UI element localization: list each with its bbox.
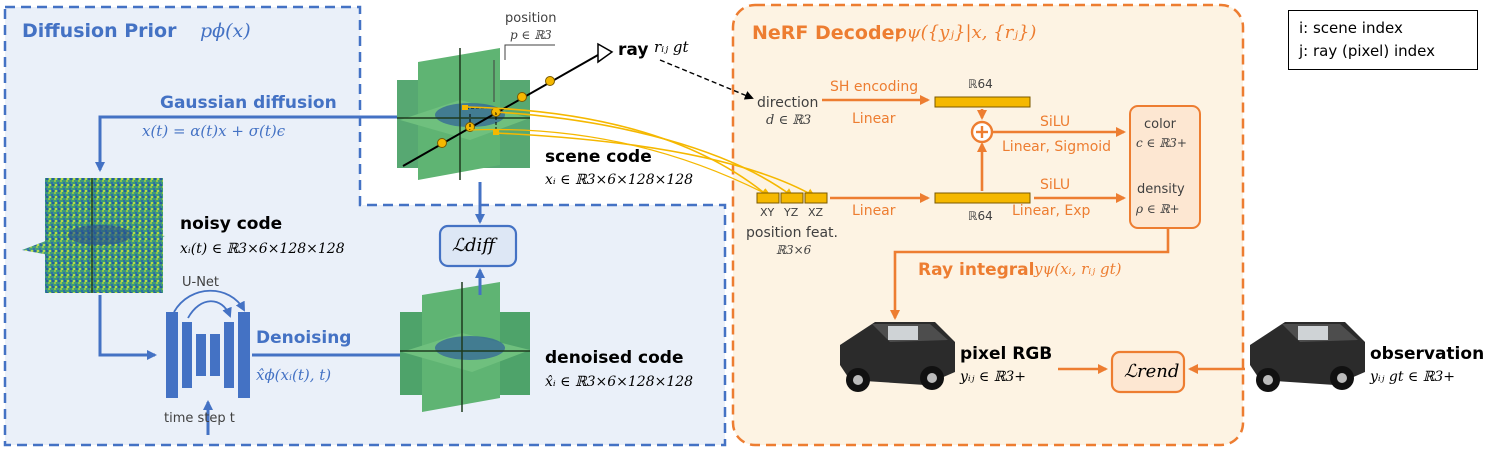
unet-label: U-Net <box>182 275 220 290</box>
loss-diff-box <box>438 224 518 268</box>
loss-diff-label: ℒdiff <box>452 235 495 256</box>
ray-integral-label: Ray integral <box>918 260 1035 280</box>
pixel-rgb-label: pixel RGB <box>960 344 1053 364</box>
pixel-rgb-math: yᵢⱼ ∈ ℝ3+ <box>960 369 1026 385</box>
nerf-decoder-math: pψ({yⱼ}|x, {rⱼ}) <box>895 22 1037 43</box>
observation-vehicle-image <box>1250 322 1365 392</box>
linear-sigmoid-label: Linear, Sigmoid <box>1002 139 1112 155</box>
denoising-label: Denoising <box>256 328 352 348</box>
position-label: position <box>505 11 557 26</box>
gaussian-diffusion-formula: x(t) = α(t)x + σ(t)ϵ <box>142 122 286 140</box>
observation-math: yᵢⱼ gt ∈ ℝ3+ <box>1370 369 1455 385</box>
density-math: ρ ∈ ℝ+ <box>1136 202 1180 216</box>
denoising-math: x̂ϕ(xᵢ(t), t) <box>256 366 332 384</box>
linear-top-label: Linear <box>852 111 896 127</box>
density-label: density <box>1137 182 1185 197</box>
silu-top-label: SiLU <box>1040 114 1071 130</box>
ray-label: ray <box>618 40 649 60</box>
color-label: color <box>1144 117 1177 132</box>
noisy-code-triplane <box>22 178 165 293</box>
scene-code-label: scene code <box>545 147 652 167</box>
r64-top-label: ℝ64 <box>968 77 993 91</box>
scene-code-triplane <box>397 48 530 180</box>
observation-label: observation <box>1370 344 1485 364</box>
legend-scene-index: i: scene index <box>1299 19 1403 37</box>
position-feat-math: ℝ3×6 <box>776 243 812 257</box>
xy-label: XY <box>760 206 775 219</box>
direction-label: direction <box>757 95 819 111</box>
linear-exp-label: Linear, Exp <box>1012 203 1091 219</box>
index-legend: i: scene index j: ray (pixel) index <box>1288 10 1478 70</box>
noisy-code-label: noisy code <box>180 214 283 234</box>
loss-rend-label: ℒrend <box>1124 361 1180 382</box>
gaussian-diffusion-arrow <box>95 115 397 172</box>
rendered-vehicle-image <box>840 322 955 392</box>
r64-bottom-label: ℝ64 <box>968 209 993 223</box>
position-feat-label: position feat. <box>746 225 838 241</box>
noisy-code-math: xᵢ(t) ∈ ℝ3×6×128×128 <box>180 241 345 257</box>
unet-block <box>166 289 250 398</box>
color-density-box <box>1129 105 1201 229</box>
direction-math: d ∈ ℝ3 <box>766 113 812 128</box>
sh-encoding-label: SH encoding <box>830 79 919 95</box>
linear-bottom-label: Linear <box>852 203 896 219</box>
diffusion-prior-math: pϕ(x) <box>200 20 251 42</box>
legend-ray-index: j: ray (pixel) index <box>1299 42 1436 60</box>
denoised-code-label: denoised code <box>545 348 684 368</box>
ray-math: rᵢⱼ gt <box>654 38 689 56</box>
time-step-label: time step t <box>164 411 235 426</box>
color-math: c ∈ ℝ3+ <box>1136 136 1187 150</box>
denoised-code-triplane <box>400 282 530 412</box>
position-math: p ∈ ℝ3 <box>510 28 552 42</box>
loss-rend-box <box>1110 350 1186 394</box>
gaussian-diffusion-label: Gaussian diffusion <box>160 93 337 113</box>
xz-label: XZ <box>808 206 824 219</box>
yz-label: YZ <box>784 206 799 219</box>
silu-bottom-label: SiLU <box>1040 177 1071 193</box>
denoised-code-math: x̂ᵢ ∈ ℝ3×6×128×128 <box>545 374 694 390</box>
ray-integral-math: yψ(xᵢ, rᵢⱼ gt) <box>1034 260 1122 278</box>
nerf-decoder-title: NeRF Decoder <box>752 22 904 44</box>
diffusion-prior-title: Diffusion Prior <box>22 20 177 42</box>
scene-code-math: xᵢ ∈ ℝ3×6×128×128 <box>545 172 694 188</box>
